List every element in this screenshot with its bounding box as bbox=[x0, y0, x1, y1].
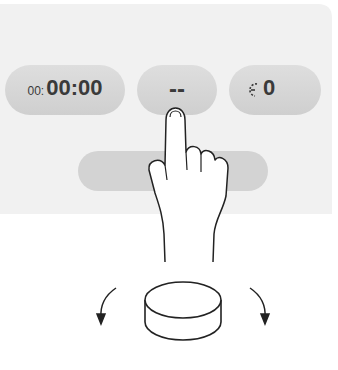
pill-button: -- bbox=[137, 65, 217, 115]
button-text: 00: bbox=[28, 85, 45, 97]
button-text: 00:00 bbox=[46, 77, 102, 99]
hand bbox=[149, 108, 228, 262]
rotary-dial bbox=[145, 282, 221, 340]
pill-button: 0 bbox=[229, 65, 321, 115]
rotation-arrows bbox=[97, 288, 269, 324]
button-text: 0 bbox=[263, 77, 275, 99]
empty-button bbox=[78, 151, 268, 191]
button-text: -- bbox=[169, 77, 185, 101]
control-panel bbox=[0, 4, 332, 214]
pill-button: 00:00:00 bbox=[5, 65, 125, 115]
